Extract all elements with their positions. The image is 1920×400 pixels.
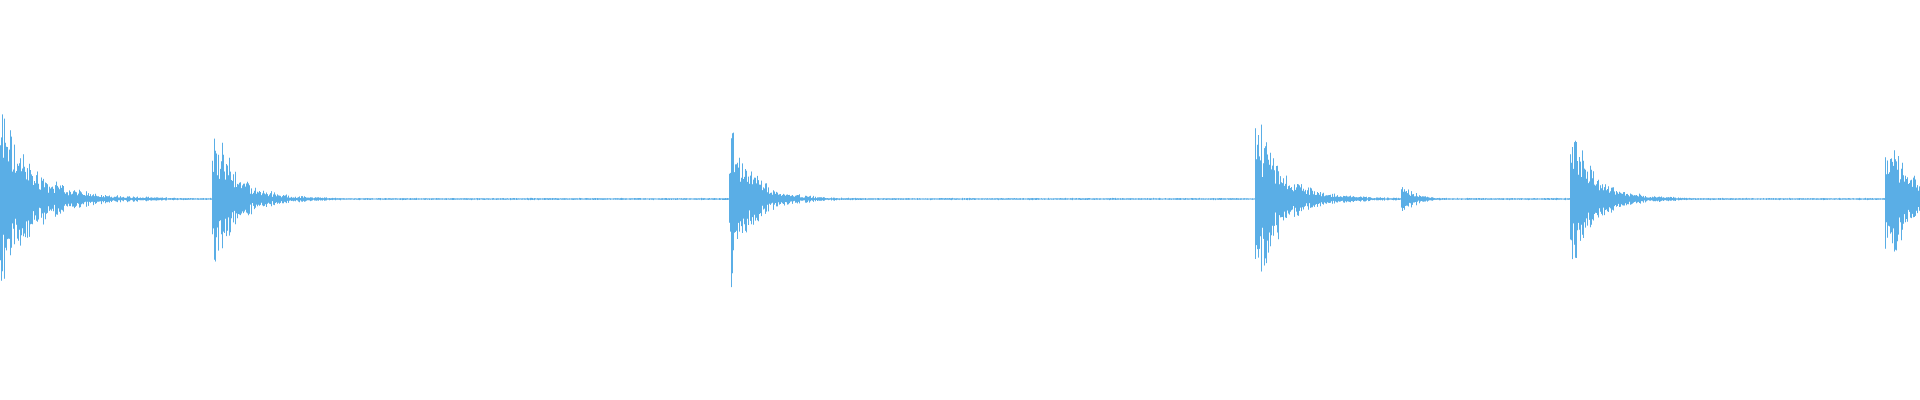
waveform-signal	[0, 114, 1920, 288]
